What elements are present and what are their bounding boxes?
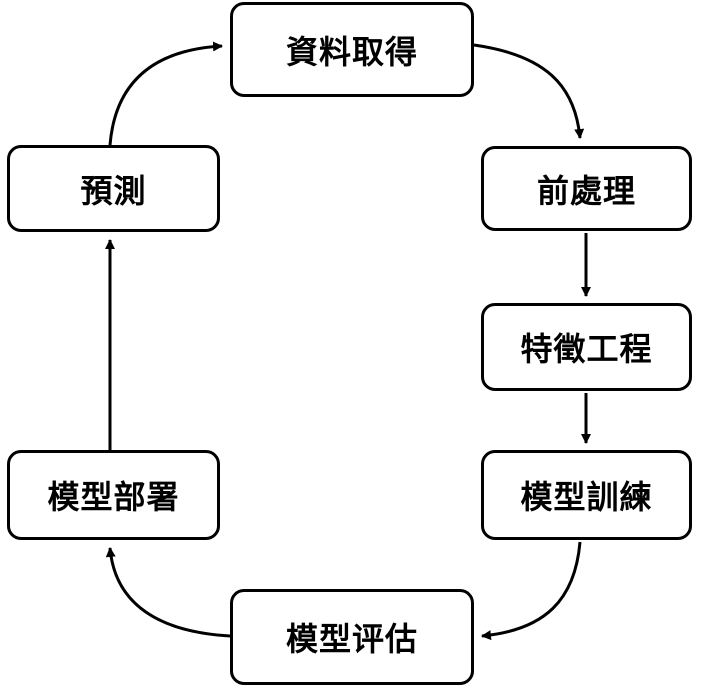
node-feature-engineering-label: 特徵工程 <box>520 330 653 368</box>
arrow-prediction-to-data <box>108 41 223 146</box>
node-model-evaluation-label: 模型评估 <box>285 620 418 658</box>
node-model-deployment-label: 模型部署 <box>47 478 180 516</box>
node-model-deployment: 模型部署 <box>7 450 220 540</box>
node-feature-engineering: 特徵工程 <box>481 303 692 391</box>
arrow-training-to-evaluation <box>481 541 582 641</box>
node-model-training-label: 模型訓練 <box>520 478 653 516</box>
node-prediction: 預測 <box>7 145 220 232</box>
node-data-acquisition: 資料取得 <box>230 2 474 97</box>
node-preprocessing: 前處理 <box>481 146 692 231</box>
node-preprocessing-label: 前處理 <box>536 171 636 210</box>
node-data-acquisition-label: 資料取得 <box>285 32 418 71</box>
node-prediction-label: 預測 <box>80 171 147 210</box>
arrow-data-to-preprocessing <box>473 43 585 139</box>
node-model-evaluation: 模型评估 <box>230 589 474 685</box>
node-model-training: 模型訓練 <box>481 450 692 540</box>
arrow-evaluation-to-deployment <box>105 547 231 638</box>
